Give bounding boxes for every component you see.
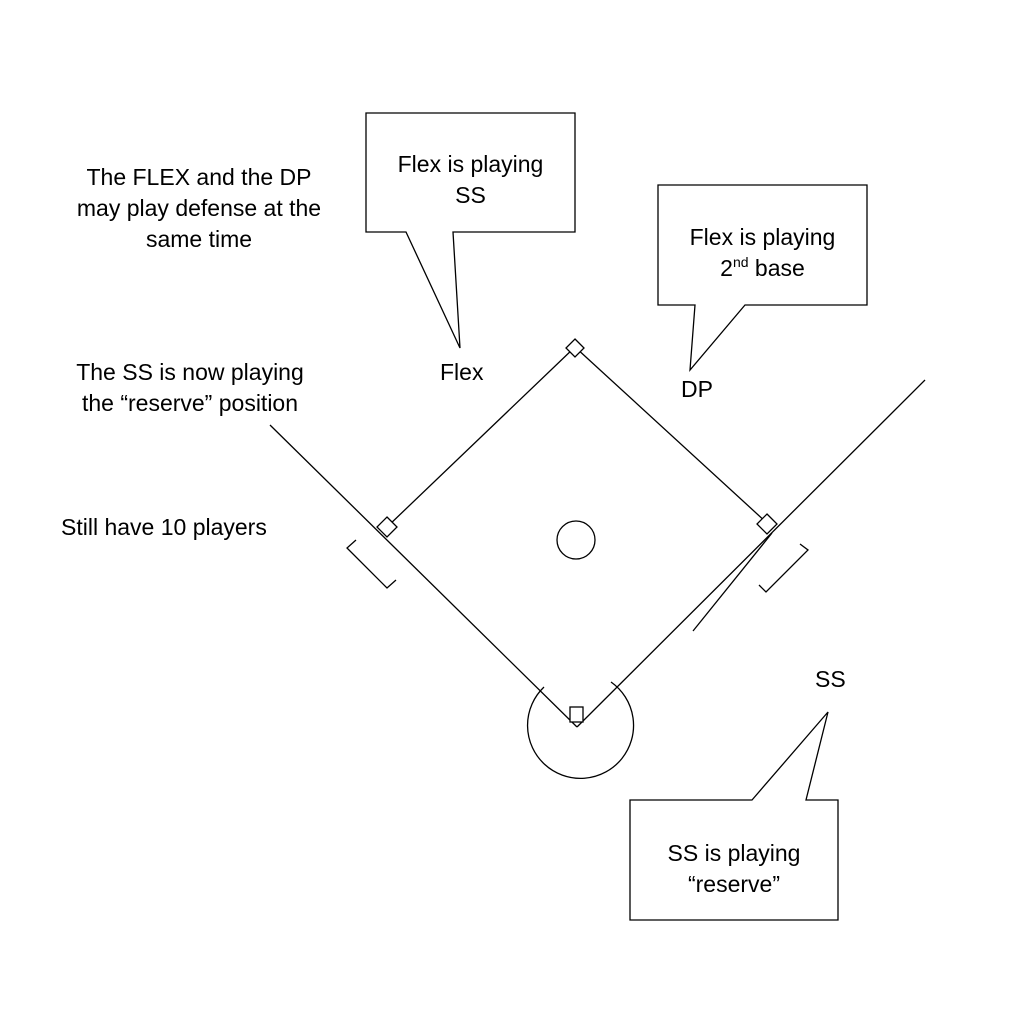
note-ss-reserve: The SS is now playing the “reserve” posi… xyxy=(50,357,330,419)
callout-flex-2nd-text: Flex is playing 2nd base xyxy=(658,222,867,284)
callout-flex-2nd-box xyxy=(657,184,868,372)
callout-ss-reserve-text: SS is playing “reserve” xyxy=(630,838,838,900)
first-base-line-double xyxy=(692,532,773,632)
second-base xyxy=(565,338,585,358)
home-plate xyxy=(569,706,584,723)
third-base-coach-box xyxy=(346,539,397,589)
note-flex-and-dp-line-3: same time xyxy=(145,226,253,252)
callout-flex-ss-text: Flex is playing SS xyxy=(366,149,575,211)
second-to-third-line xyxy=(386,346,576,528)
callout-flex-2nd-ordinal: nd xyxy=(732,254,749,270)
first-base xyxy=(756,513,778,535)
callout-flex-2nd-line-2: 2nd base xyxy=(658,253,867,284)
callout-flex-ss-line-2: SS xyxy=(455,182,486,208)
callout-flex-2nd-rest: base xyxy=(748,255,805,281)
note-ss-reserve-line-1: The SS is now playing xyxy=(76,359,304,385)
note-still-ten: Still have 10 players xyxy=(61,514,267,540)
first-base-coach-box xyxy=(758,543,809,593)
callout-flex-ss-line-1: Flex is playing xyxy=(397,151,544,177)
right-foul-line xyxy=(576,379,926,728)
callout-ss-reserve-box xyxy=(629,711,839,921)
player-ss-label: SS xyxy=(815,666,846,692)
note-flex-and-dp: The FLEX and the DP may play defense at … xyxy=(54,162,344,255)
callout-ss-reserve-line-1: SS is playing xyxy=(667,840,801,866)
note-flex-and-dp-line-1: The FLEX and the DP xyxy=(86,164,312,190)
pitchers-circle xyxy=(556,520,596,560)
home-plate-circle xyxy=(526,681,635,780)
callout-flex-ss-box xyxy=(365,112,576,349)
player-flex-label: Flex xyxy=(440,359,484,385)
callout-flex-2nd-line-1: Flex is playing xyxy=(689,224,836,250)
callout-ss-reserve-line-2: “reserve” xyxy=(687,871,780,897)
first-to-second-line xyxy=(574,346,768,524)
left-foul-line xyxy=(269,424,578,728)
note-flex-and-dp-line-2: may play defense at the xyxy=(76,195,322,221)
player-dp-label: DP xyxy=(681,376,713,402)
callout-flex-2nd-number: 2 xyxy=(720,255,733,281)
note-ss-reserve-line-2: the “reserve” position xyxy=(81,390,299,416)
third-base xyxy=(376,516,398,538)
